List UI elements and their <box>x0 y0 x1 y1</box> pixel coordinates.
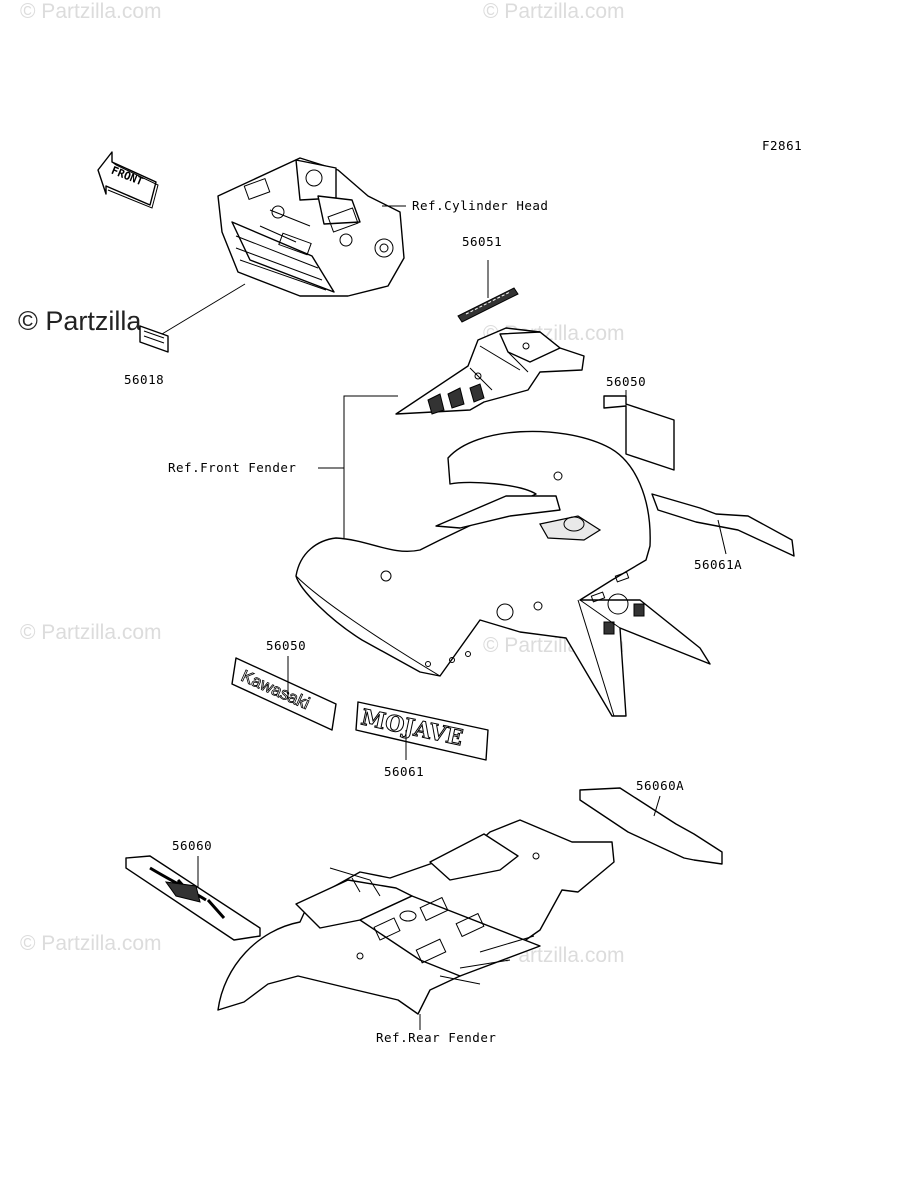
watermark-lower-left: © Partzilla.com <box>20 621 162 644</box>
watermark-top-left: © Partzilla.com <box>20 0 162 23</box>
ref-cylinder-head-label: Ref.Cylinder Head <box>412 198 549 213</box>
part-number-56050-mid: 56050 <box>266 638 307 653</box>
watermark-top-right: © Partzilla.com <box>483 0 625 23</box>
watermark-bottom-left: © Partzilla.com <box>20 932 162 955</box>
part-number-56060A: 56060A <box>636 778 685 793</box>
decal-kawasaki: Kawasaki <box>231 657 337 731</box>
watermark-main: © Partzilla <box>18 306 142 336</box>
decal-56051 <box>457 287 519 323</box>
decal-56018 <box>139 325 169 353</box>
part-number-56061A: 56061A <box>694 557 743 572</box>
part-number-56051: 56051 <box>462 234 503 249</box>
part-number-56061: 56061 <box>384 764 425 779</box>
part-number-56018: 56018 <box>124 372 165 387</box>
decal-mojave: MOJAVE <box>355 701 489 761</box>
decal-56061A-panel <box>651 493 795 557</box>
mojave-text: MOJAVE <box>359 704 465 751</box>
part-number-56060: 56060 <box>172 838 213 853</box>
front-fender <box>295 430 711 717</box>
decal-56060A-panel <box>579 787 723 865</box>
ref-rear-fender-label: Ref.Rear Fender <box>376 1030 497 1045</box>
front-fender-upper-panel <box>395 327 585 415</box>
ref-front-fender-label: Ref.Front Fender <box>168 460 297 475</box>
cylinder-head <box>217 157 405 297</box>
part-number-56050-top: 56050 <box>606 374 647 389</box>
diagram-code: F2861 <box>762 138 803 153</box>
front-arrow-icon: FRONT <box>97 151 159 209</box>
leader-front-fender <box>343 395 398 538</box>
decal-56060-strip <box>125 855 261 941</box>
rear-fender <box>217 819 615 1015</box>
leader-56018 <box>161 283 246 335</box>
